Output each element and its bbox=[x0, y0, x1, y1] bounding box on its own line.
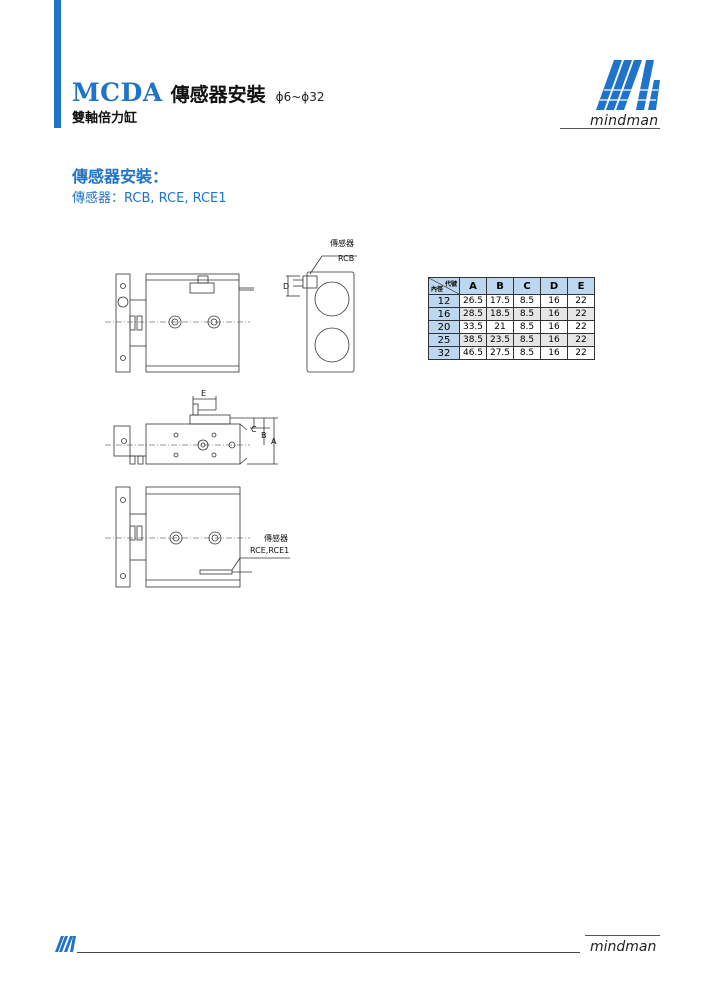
top-view bbox=[105, 273, 254, 373]
dim-a-label: A bbox=[271, 437, 277, 446]
header-accent-bar bbox=[54, 0, 61, 128]
dim-e-label: E bbox=[201, 389, 206, 398]
footer-rule bbox=[77, 952, 580, 953]
dim-b-label: B bbox=[261, 431, 267, 440]
sensor-label-bottom: 傳感器 bbox=[264, 533, 288, 543]
section-title: 傳感器安裝： bbox=[72, 167, 169, 186]
bore-range: ϕ6~ϕ32 bbox=[275, 90, 325, 104]
product-subtitle: 雙軸倍力缸 bbox=[72, 111, 138, 126]
title-name: 傳感器安裝 bbox=[170, 84, 266, 106]
table-row: 25 38.5 23.5 8.5 16 22 bbox=[428, 333, 595, 347]
mindman-logo-icon bbox=[596, 60, 660, 110]
dim-c-label: C bbox=[251, 425, 257, 434]
sensor-model-bottom: RCE,RCE1 bbox=[250, 546, 289, 555]
table-row: 12 26.5 17.5 8.5 16 22 bbox=[428, 294, 595, 308]
table-row: 20 33.5 21 8.5 16 22 bbox=[428, 320, 595, 334]
header-e: E bbox=[567, 277, 595, 295]
section-subtitle: 傳感器：RCB, RCE, RCE1 bbox=[72, 191, 227, 206]
header-d: D bbox=[540, 277, 568, 295]
table-row: 32 46.5 27.5 8.5 16 22 bbox=[428, 346, 595, 360]
footer-brand-rule bbox=[585, 935, 660, 936]
table-row: 16 28.5 18.5 8.5 16 22 bbox=[428, 307, 595, 321]
technical-drawing: 傳感器 RCB D E C B A 傳感器 RCE,RCE1 bbox=[105, 238, 357, 588]
header-rule bbox=[560, 128, 660, 129]
header-c: C bbox=[513, 277, 541, 295]
sensor-model-top: RCB bbox=[338, 254, 354, 263]
front-view bbox=[105, 396, 278, 465]
brand-name: mindman bbox=[590, 113, 659, 129]
model-code: MCDA bbox=[72, 78, 163, 107]
side-view bbox=[286, 255, 357, 373]
footer-logo-icon bbox=[55, 936, 76, 952]
bottom-view bbox=[105, 486, 290, 588]
dim-d-label: D bbox=[283, 282, 289, 291]
table-corner: 代號 內徑 bbox=[428, 277, 460, 295]
header-b: B bbox=[486, 277, 514, 295]
sensor-label-top: 傳感器 bbox=[330, 238, 354, 248]
footer-brand-name: mindman bbox=[590, 939, 657, 955]
dimension-table: 代號 內徑 A B C D E 12 26.5 17.5 8.5 16 22 1… bbox=[428, 277, 595, 360]
diagonal-line bbox=[429, 278, 459, 294]
header-a: A bbox=[459, 277, 487, 295]
page-title: MCDA 傳感器安裝 ϕ6~ϕ32 bbox=[72, 78, 324, 107]
